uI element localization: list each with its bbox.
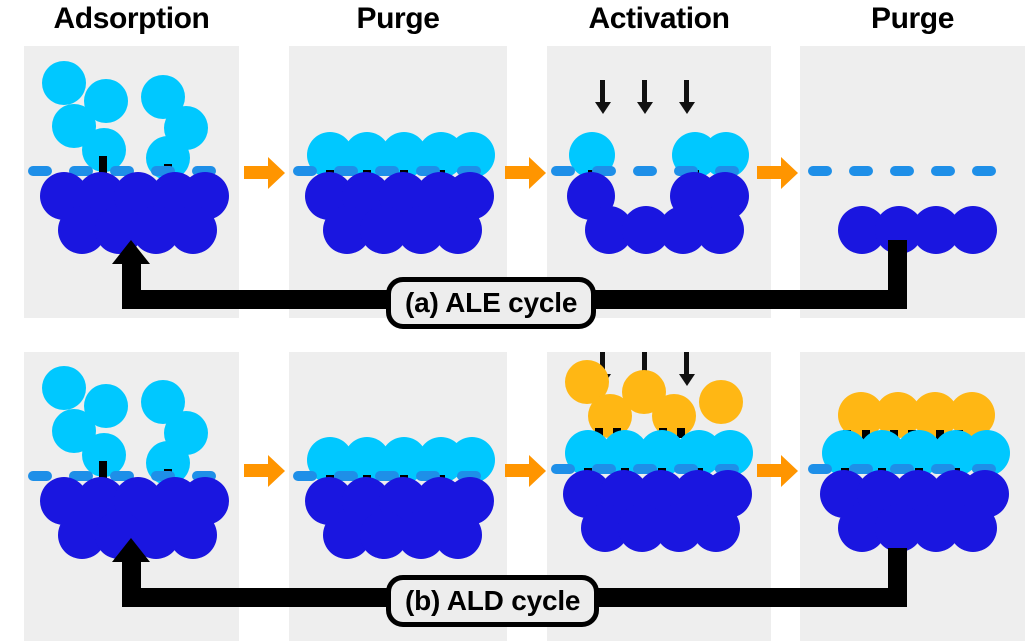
surface-dash-segment <box>808 166 832 176</box>
surface-dash-segment <box>674 464 698 474</box>
surface-dash-segment <box>334 471 358 481</box>
surface-dash-segment <box>972 464 996 474</box>
surface-dash-segment <box>375 166 399 176</box>
panel-ale-adsorption <box>24 46 239 318</box>
cycle-a-vertical-left <box>122 262 141 302</box>
cycle-a-arrow-icon <box>112 240 150 264</box>
substrate-atom <box>434 511 482 559</box>
substrate-atom <box>434 206 482 254</box>
substrate-atom <box>169 511 217 559</box>
surface-dash-segment <box>151 166 175 176</box>
panel-ald-purge-1 <box>289 352 507 641</box>
surface-dash-segment <box>457 166 481 176</box>
bond-stick <box>99 156 107 178</box>
panel-ale-activation <box>547 46 771 318</box>
coreactant-atom-free <box>699 380 743 424</box>
column-header-adsorption: Adsorption <box>53 2 210 35</box>
surface-dash-segment <box>457 471 481 481</box>
transition-arrow-icon <box>757 157 800 189</box>
transition-arrow-icon <box>244 157 287 189</box>
surface-dash-segment <box>28 166 52 176</box>
surface-dash-segment <box>334 166 358 176</box>
surface-dash-segment <box>293 471 317 481</box>
surface-dash-segment <box>890 166 914 176</box>
surface-dash-segment <box>715 464 739 474</box>
surface-dash-segment <box>69 166 93 176</box>
substrate-atom <box>696 206 744 254</box>
surface-dash-segment <box>849 464 873 474</box>
surface-dash-segment <box>715 166 739 176</box>
activation-arrow-icon <box>636 80 654 114</box>
surface-dash-segment <box>890 464 914 474</box>
bond-stick <box>677 428 685 438</box>
transition-arrow-icon <box>757 455 800 487</box>
column-header-purge-1: Purge <box>356 2 440 35</box>
surface-dash-segment <box>551 166 575 176</box>
activation-arrow-icon <box>678 80 696 114</box>
column-header-purge-2: Purge <box>870 2 955 35</box>
surface-dash-segment <box>931 464 955 474</box>
panel-ald-purge-2 <box>800 352 1025 641</box>
surface-dash-segment <box>592 464 616 474</box>
panel-ale-purge-1 <box>289 46 507 318</box>
surface-dash-segment <box>808 464 832 474</box>
column-header-row: Adsorption Purge Activation Purge <box>0 0 1025 40</box>
surface-dash-segment <box>375 471 399 481</box>
panel-ale-purge-2 <box>800 46 1025 318</box>
surface-dash-segment <box>633 464 657 474</box>
surface-dash-segment <box>192 166 216 176</box>
surface-dash-segment <box>551 464 575 474</box>
precursor-atom-free <box>42 366 86 410</box>
surface-dash-segment <box>674 166 698 176</box>
bond-stick <box>99 461 107 483</box>
activation-arrow-icon <box>594 80 612 114</box>
substrate-atom <box>949 504 997 552</box>
surface-dash-segment <box>931 166 955 176</box>
transition-arrow-icon <box>505 157 548 189</box>
surface-dash-segment <box>633 166 657 176</box>
activation-arrow-icon <box>678 352 696 386</box>
surface-dash-segment <box>28 471 52 481</box>
surface-dash-segment <box>972 166 996 176</box>
transition-arrow-icon <box>244 455 287 487</box>
surface-dash-segment <box>151 471 175 481</box>
surface-dash-segment <box>110 471 134 481</box>
cycle-b-label: (b) ALD cycle <box>386 575 600 627</box>
substrate-atom <box>692 504 740 552</box>
cycle-a-label: (a) ALE cycle <box>386 277 597 329</box>
surface-dash-segment <box>110 166 134 176</box>
substrate-atom <box>949 206 997 254</box>
transition-arrow-icon <box>505 455 548 487</box>
surface-dash-segment <box>69 471 93 481</box>
surface-dash-segment <box>416 166 440 176</box>
surface-dash-segment <box>416 471 440 481</box>
column-header-activation: Activation <box>588 2 730 35</box>
surface-dash-segment <box>592 166 616 176</box>
cycle-b-arrow-icon <box>112 538 150 562</box>
substrate-atom <box>169 206 217 254</box>
precursor-atom-free <box>42 61 86 105</box>
surface-dash-segment <box>849 166 873 176</box>
surface-dash-segment <box>192 471 216 481</box>
surface-dash-segment <box>293 166 317 176</box>
cycle-b-vertical-left <box>122 560 141 600</box>
